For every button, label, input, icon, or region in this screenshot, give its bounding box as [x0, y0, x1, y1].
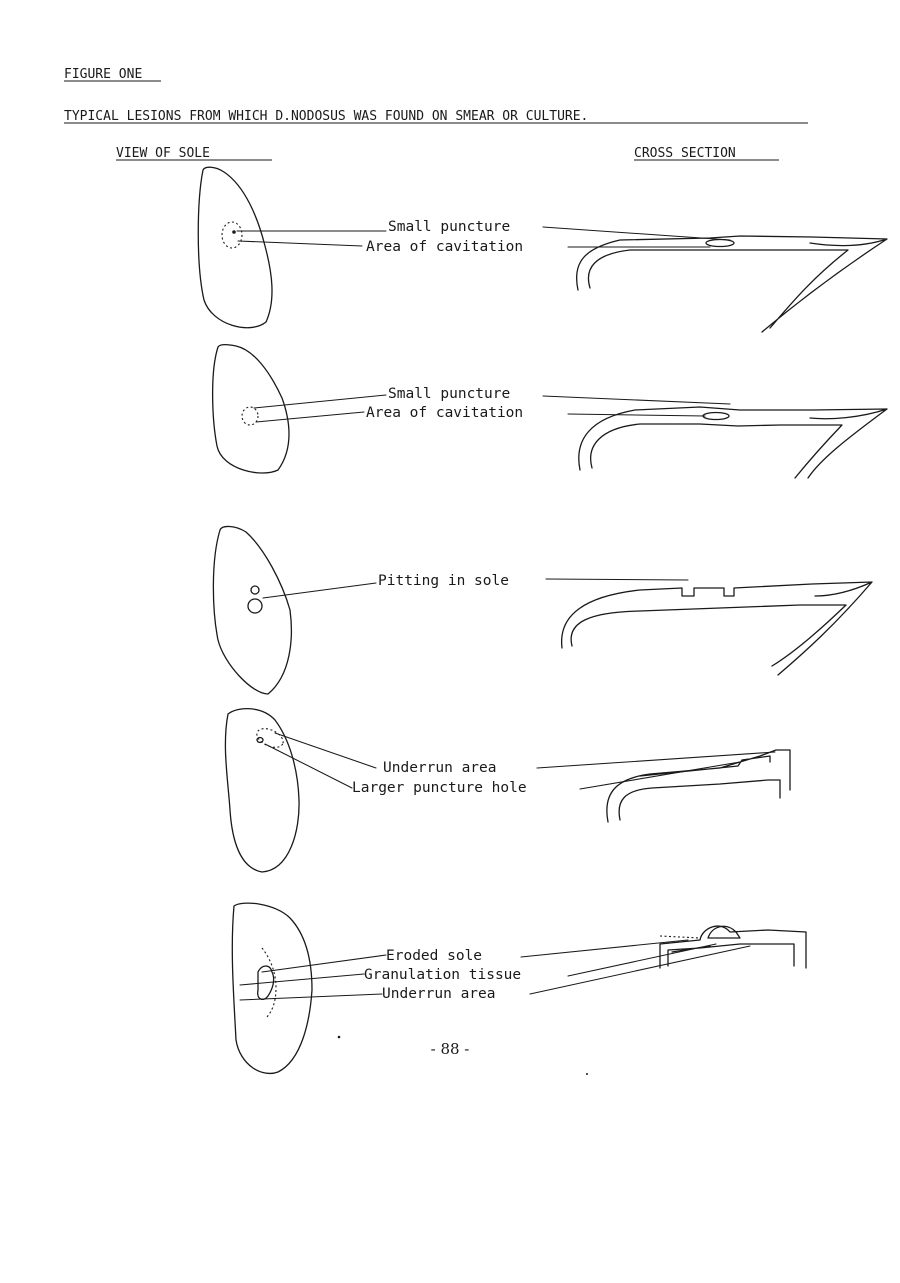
cavitation-section-2: [702, 411, 730, 421]
label-underrun-area-4: Underrun area: [383, 760, 497, 776]
pit-small-3: [250, 585, 260, 595]
granulation-section-5: [707, 925, 741, 939]
cross-section-1: [576, 235, 888, 333]
figure-caption: TYPICAL LESIONS FROM WHICH D.NODOSUS WAS…: [64, 109, 588, 124]
cross-section-3: [560, 581, 873, 676]
cavitation-outline-2: [241, 406, 259, 426]
cross-section-5: [659, 925, 807, 969]
label-small-puncture-2: Small puncture: [388, 386, 510, 402]
column-heading-sole: VIEW OF SOLE: [116, 146, 210, 161]
sole-outline-1: [197, 166, 273, 329]
lesion-panel-5: Eroded sole Granulation tissue Underrun …: [231, 902, 807, 1074]
granulation-outline-5: [261, 947, 277, 1019]
puncture-hole-4: [256, 736, 264, 744]
speck: [337, 1035, 341, 1039]
pit-large-3: [247, 598, 263, 614]
sole-outline-5: [231, 902, 313, 1074]
page-number: - 88 -: [430, 1040, 470, 1058]
granulation-tissue-5: [257, 965, 275, 1001]
cross-section-4: [606, 749, 791, 823]
cavitation-outline-1: [221, 221, 243, 249]
puncture-dot-1: [232, 230, 236, 234]
label-small-puncture-1: Small puncture: [388, 219, 510, 235]
label-larger-puncture-hole-4: Larger puncture hole: [352, 780, 527, 796]
lesion-panel-3: Pitting in sole: [212, 525, 873, 695]
lesion-panel-4: Underrun area Larger puncture hole: [224, 708, 791, 873]
label-pitting-in-sole-3: Pitting in sole: [378, 573, 509, 589]
label-underrun-area-5: Underrun area: [382, 986, 496, 1002]
label-granulation-tissue-5: Granulation tissue: [364, 967, 521, 983]
lesion-panel-2: Small puncture Area of cavitation: [211, 343, 888, 479]
label-eroded-sole-5: Eroded sole: [386, 948, 482, 964]
column-heading-section: CROSS SECTION: [634, 146, 736, 161]
speck: [586, 1073, 588, 1075]
sole-outline-2: [211, 343, 290, 474]
cavitation-section-1: [705, 238, 735, 248]
cross-section-2: [578, 406, 888, 479]
sole-outline-4: [224, 708, 300, 873]
lesion-panel-1: Small puncture Area of cavitation: [197, 166, 888, 333]
sole-outline-3: [212, 525, 293, 695]
label-area-of-cavitation-2: Area of cavitation: [366, 405, 523, 421]
figure-label: FIGURE ONE: [64, 67, 142, 82]
label-area-of-cavitation-1: Area of cavitation: [366, 239, 523, 255]
